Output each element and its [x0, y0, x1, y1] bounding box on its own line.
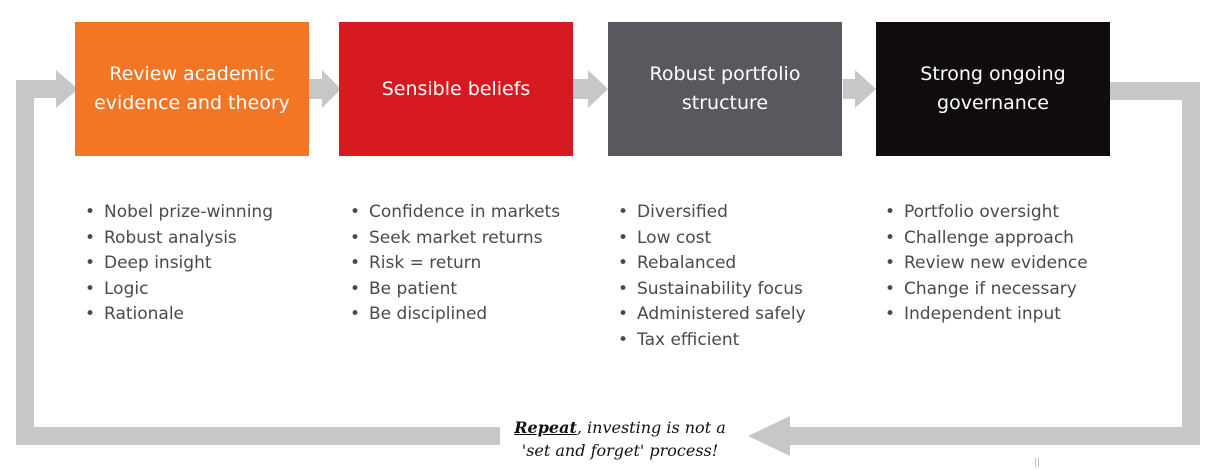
- list-item: Nobel prize-winning: [85, 200, 273, 226]
- footer-mark: ||: [1034, 458, 1041, 468]
- connector-arrow-3: [843, 70, 876, 108]
- list-item: Portfolio oversight: [885, 200, 1088, 226]
- repeat-note-text: , investing is not a 'set and forget' pr…: [521, 418, 726, 460]
- list-item: Sustainability focus: [618, 277, 806, 303]
- list-item: Rebalanced: [618, 251, 806, 277]
- step-box-ongoing-governance: Strong ongoing governance: [876, 22, 1110, 156]
- entry-arrowhead: [56, 70, 78, 108]
- return-loop-arrowhead: [748, 416, 790, 456]
- list-item: Tax efficient: [618, 328, 806, 354]
- list-item: Be patient: [350, 277, 560, 303]
- bullet-list-review-evidence: Nobel prize-winning Robust analysis Deep…: [85, 200, 273, 328]
- step-title: Robust portfolio structure: [649, 63, 801, 114]
- bullet-list-sensible-beliefs: Confidence in markets Seek market return…: [350, 200, 560, 328]
- list-item: Change if necessary: [885, 277, 1088, 303]
- list-item: Independent input: [885, 302, 1088, 328]
- step-box-portfolio-structure: Robust portfolio structure: [608, 22, 842, 156]
- step-box-review-evidence: Review academic evidence and theory: [75, 22, 309, 156]
- return-loop-bottom-left: [16, 80, 500, 445]
- list-item: Administered safely: [618, 302, 806, 328]
- list-item: Robust analysis: [85, 226, 273, 252]
- bullet-list-ongoing-governance: Portfolio oversight Challenge approach R…: [885, 200, 1088, 328]
- return-loop-arrow: [790, 82, 1200, 445]
- step-title: Strong ongoing governance: [920, 63, 1066, 114]
- repeat-emphasis: Repeat: [514, 418, 577, 437]
- repeat-note: Repeat, investing is not a 'set and forg…: [498, 416, 742, 462]
- list-item: Diversified: [618, 200, 806, 226]
- list-item: Challenge approach: [885, 226, 1088, 252]
- step-title: Review academic evidence and theory: [94, 63, 290, 114]
- list-item: Deep insight: [85, 251, 273, 277]
- list-item: Rationale: [85, 302, 273, 328]
- bullet-list-portfolio-structure: Diversified Low cost Rebalanced Sustaina…: [618, 200, 806, 353]
- list-item: Review new evidence: [885, 251, 1088, 277]
- step-box-sensible-beliefs: Sensible beliefs: [339, 22, 573, 156]
- step-title: Sensible beliefs: [381, 77, 531, 100]
- list-item: Logic: [85, 277, 273, 303]
- list-item: Risk = return: [350, 251, 560, 277]
- list-item: Be disciplined: [350, 302, 560, 328]
- list-item: Seek market returns: [350, 226, 560, 252]
- list-item: Low cost: [618, 226, 806, 252]
- connector-arrow-2: [573, 70, 608, 108]
- connector-arrow-1: [309, 70, 341, 108]
- list-item: Confidence in markets: [350, 200, 560, 226]
